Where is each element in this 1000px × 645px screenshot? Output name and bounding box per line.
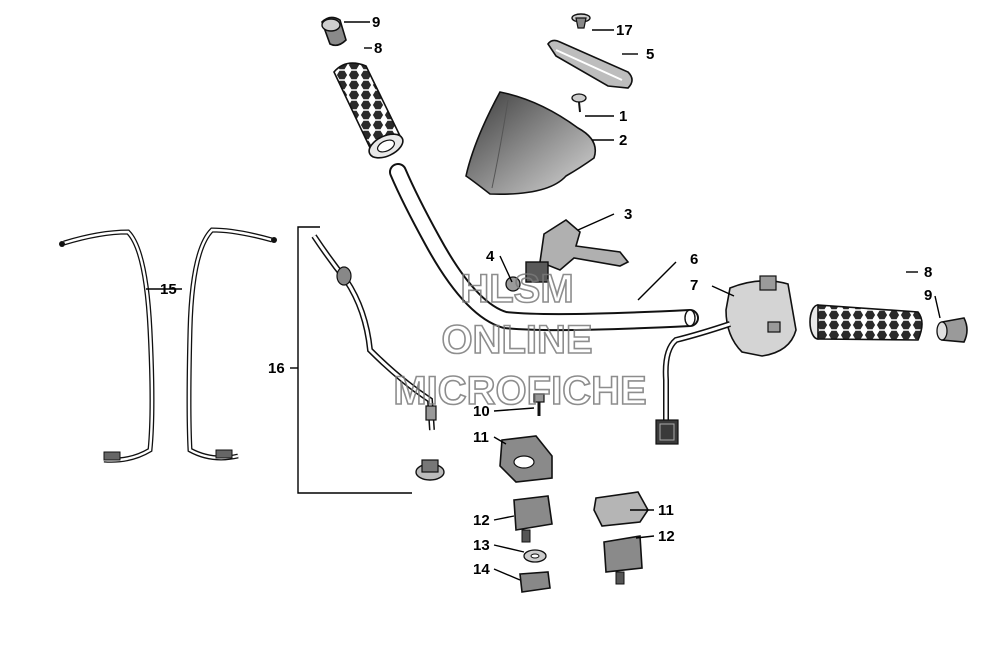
- handlebar: [389, 163, 699, 332]
- callout-12: 12: [658, 528, 675, 545]
- brake-cable: [59, 227, 277, 463]
- cap-screw: [533, 393, 545, 416]
- callout-10: 10: [473, 403, 490, 420]
- handlebar-cover: [465, 91, 597, 195]
- callout-13: 13: [473, 537, 490, 554]
- grip-end-cap-right: [936, 317, 968, 343]
- callout-labels: 9 8 17 5 1 2 3 4 6 7 8 9 15 16 10 11 11 …: [160, 14, 932, 578]
- hand-grip-left: [333, 62, 404, 159]
- lock-nut: [519, 571, 551, 593]
- push-rivet: [571, 13, 591, 29]
- callout-9: 9: [372, 14, 380, 31]
- callout-5: 5: [646, 46, 654, 63]
- callout-8: 8: [374, 40, 382, 57]
- washer: [523, 549, 547, 563]
- callout-8: 8: [924, 264, 932, 281]
- handlebar-clamp-bottom-1: [513, 495, 553, 543]
- callout-6: 6: [690, 251, 698, 268]
- adjuster-nut: [415, 459, 445, 481]
- callout-4: 4: [486, 248, 495, 265]
- watermark: HLSM ONLINE MICROFICHE: [393, 266, 648, 414]
- callout-9: 9: [924, 287, 932, 304]
- hand-grip-right: [809, 304, 923, 341]
- handlebar-clamp-top-1: [499, 435, 553, 483]
- trim-strip: [547, 39, 633, 89]
- watermark-line2: ONLINE: [441, 318, 592, 362]
- callout-14: 14: [473, 561, 490, 578]
- callout-12: 12: [473, 512, 490, 529]
- handlebar-clamp-bottom-2: [603, 535, 643, 585]
- switch-housing: [655, 275, 797, 445]
- throttle-cable: [311, 234, 437, 431]
- callout-15: 15: [160, 281, 177, 298]
- callout-2: 2: [619, 132, 627, 149]
- watermark-line1: HLSM: [460, 267, 573, 311]
- assembly-bracket-16: [297, 226, 412, 494]
- mounting-bracket: [525, 219, 630, 283]
- watermark-line3: MICROFICHE: [393, 369, 646, 413]
- leader-lines: [146, 21, 941, 581]
- callout-3: 3: [624, 206, 632, 223]
- callout-7: 7: [690, 277, 698, 294]
- callout-11: 11: [473, 429, 489, 446]
- grip-end-cap-left: [321, 16, 347, 47]
- handlebar-clamp-top-2: [593, 491, 649, 527]
- bolt: [505, 276, 521, 292]
- callout-1: 1: [619, 108, 627, 125]
- callout-17: 17: [616, 22, 633, 39]
- screw: [571, 93, 587, 113]
- callout-16: 16: [268, 360, 285, 377]
- callout-11: 11: [658, 502, 674, 519]
